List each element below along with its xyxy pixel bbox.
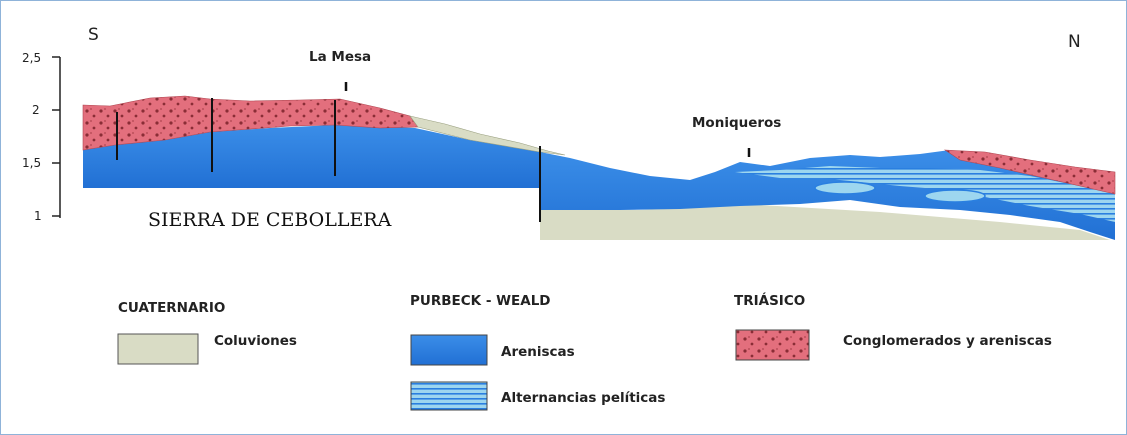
tick-label-2-5: 2,5: [22, 51, 41, 65]
label-moniqueros: Moniqueros: [692, 115, 781, 131]
legend-swatch-areniscas: [410, 334, 488, 366]
label-sierra-de-cebollera: SIERRA DE CEBOLLERA: [148, 209, 392, 231]
conglomerate-right: [943, 149, 1116, 195]
legend-label-areniscas: Areniscas: [501, 344, 575, 360]
faults-left: [116, 98, 336, 176]
lens-2: [924, 189, 986, 203]
label-la-mesa: La Mesa: [309, 49, 371, 65]
legend-title-cuaternario: CUATERNARIO: [118, 300, 225, 316]
legend-label-alternancias: Alternancias pelíticas: [501, 390, 665, 406]
colluvium-base: [540, 205, 1110, 240]
tick-label-1: 1: [34, 209, 42, 223]
alternancias-right: [735, 166, 1115, 222]
legend: CUATERNARIO Coluviones PURBECK - WEALD A…: [117, 292, 1052, 411]
sandstone-left: [83, 125, 540, 188]
legend-label-conglomerados: Conglomerados y areniscas: [843, 333, 1052, 349]
lens-1: [814, 181, 876, 195]
colluvium-slope: [409, 115, 566, 156]
elevation-axis: 2,5 2 1,5 1: [22, 51, 61, 223]
legend-label-coluviones: Coluviones: [214, 333, 297, 349]
legend-swatch-conglomerados: [735, 329, 810, 361]
legend-title-purbeck: PURBECK - WEALD: [410, 293, 551, 309]
tick-label-2: 2: [32, 103, 40, 117]
legend-swatch-alternancias: [410, 381, 488, 411]
legend-swatch-coluviones: [117, 333, 199, 365]
direction-north: N: [1068, 32, 1081, 52]
legend-title-triasico: TRIÁSICO: [734, 292, 805, 309]
tick-label-1-5: 1,5: [22, 156, 41, 170]
direction-south: S: [88, 25, 99, 45]
